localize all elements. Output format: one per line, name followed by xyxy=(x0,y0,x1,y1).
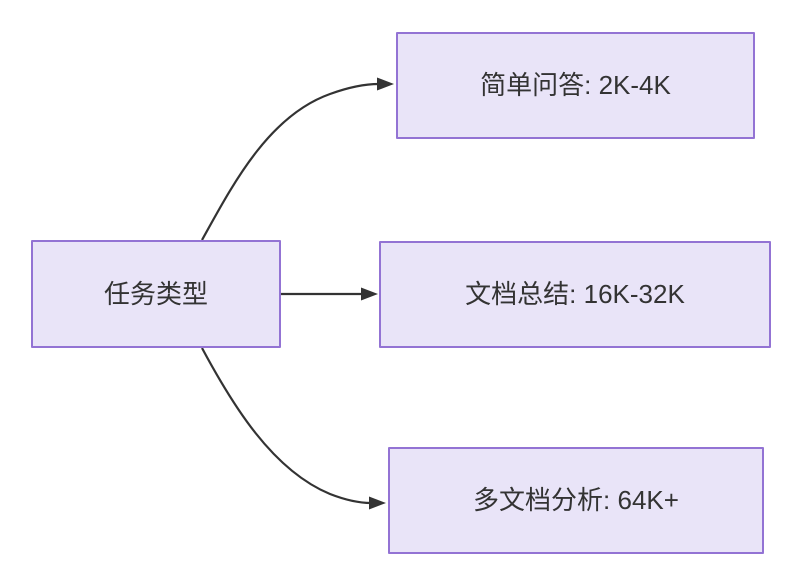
edge-to-multidoc-analysis-path xyxy=(201,347,372,505)
node-simple-qa[interactable]: 简单问答: 2K-4K xyxy=(396,32,755,139)
node-doc-summary[interactable]: 文档总结: 16K-32K xyxy=(379,241,771,348)
edge-to-doc-summary-arrowhead xyxy=(361,287,378,301)
edge-to-simple-qa xyxy=(201,77,394,241)
node-task-type-label: 任务类型 xyxy=(103,278,208,309)
node-task-type[interactable]: 任务类型 xyxy=(31,240,281,348)
edge-to-doc-summary xyxy=(281,287,378,301)
node-doc-summary-label: 文档总结: 16K-32K xyxy=(465,279,685,310)
edge-to-multidoc-analysis xyxy=(201,347,386,510)
node-multidoc-analysis[interactable]: 多文档分析: 64K+ xyxy=(388,447,764,554)
node-multidoc-analysis-label: 多文档分析: 64K+ xyxy=(473,485,679,516)
edge-to-simple-qa-path xyxy=(201,82,380,241)
node-simple-qa-label: 简单问答: 2K-4K xyxy=(480,70,671,101)
edge-to-multidoc-analysis-arrowhead xyxy=(369,496,386,510)
edge-to-simple-qa-arrowhead xyxy=(377,77,394,91)
